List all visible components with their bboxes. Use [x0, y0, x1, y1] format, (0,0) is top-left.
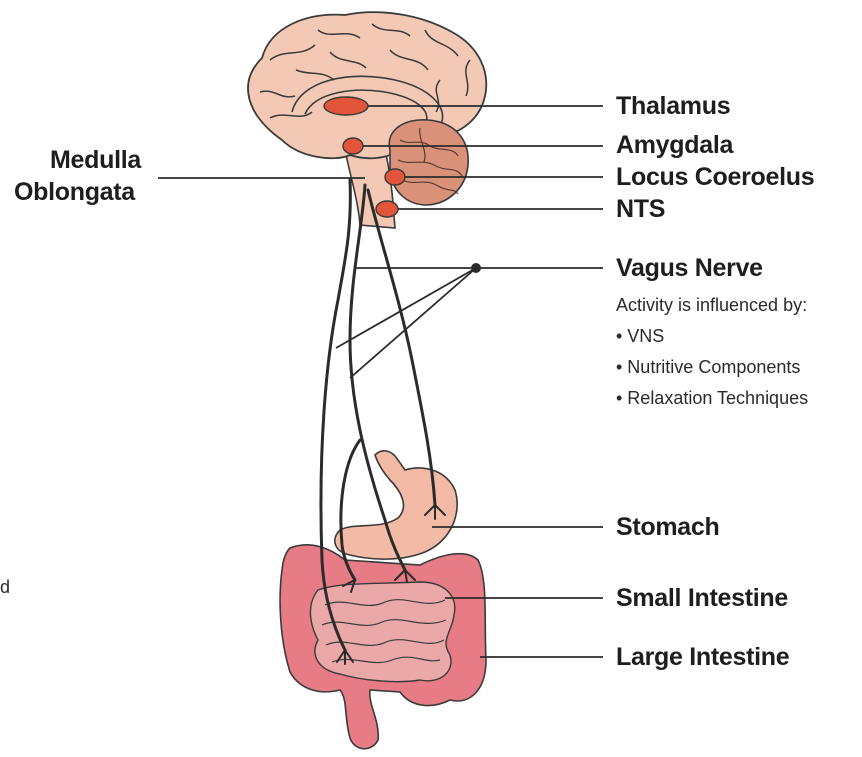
vagus-note-item-relaxation: • Relaxation Techniques	[616, 389, 808, 407]
small-intestine	[310, 582, 454, 682]
vagus-note-heading: Activity is influenced by:	[616, 296, 807, 314]
gut	[280, 451, 486, 749]
locus-coeroelus-region	[385, 169, 405, 185]
vagus-note-item-nutritive: • Nutritive Components	[616, 358, 800, 376]
large-intestine-label: Large Intestine	[616, 645, 789, 670]
vagus-nerve-label: Vagus Nerve	[616, 256, 763, 281]
nts-region	[376, 201, 398, 217]
amygdala-region	[343, 138, 363, 154]
vagus-junction-dot	[471, 263, 481, 273]
amygdala-label: Amygdala	[616, 133, 733, 158]
vagus-note-item-vns: • VNS	[616, 327, 664, 345]
nts-label: NTS	[616, 197, 665, 222]
thalamus-label: Thalamus	[616, 94, 730, 119]
locus-coeroelus-label: Locus Coeroelus	[616, 165, 814, 190]
stomach-label: Stomach	[616, 515, 719, 540]
cropped-edge-text: d	[0, 578, 10, 596]
medulla-label-line2: Oblongata	[14, 180, 135, 205]
medulla-label-line1: Medulla	[50, 148, 141, 173]
stomach	[335, 451, 457, 559]
brain	[248, 12, 486, 228]
small-intestine-label: Small Intestine	[616, 586, 788, 611]
thalamus-region	[324, 97, 368, 115]
